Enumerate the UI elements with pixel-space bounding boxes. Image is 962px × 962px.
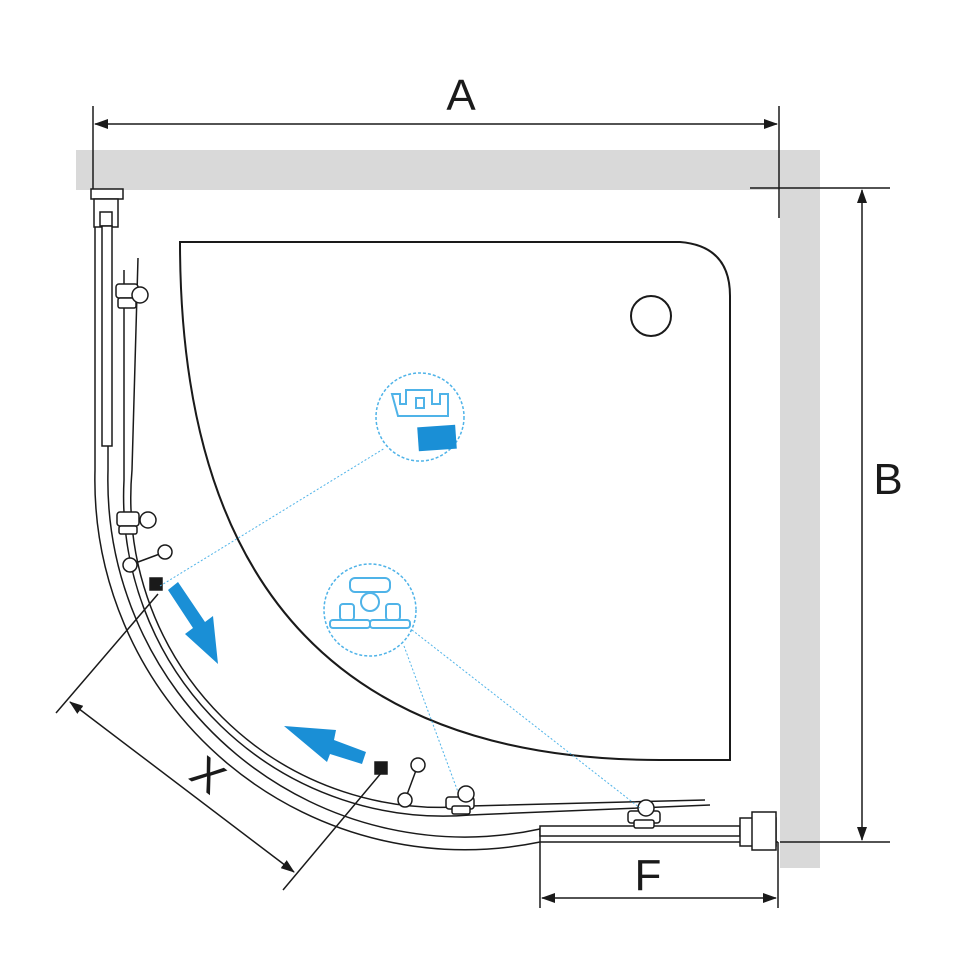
roller-middle <box>116 511 157 535</box>
dimension-a <box>92 106 780 218</box>
roller-upper <box>115 283 149 309</box>
arrow-left <box>284 726 366 764</box>
dimension-f-label: F <box>635 851 662 900</box>
detail-leaders <box>159 447 641 809</box>
walls <box>76 150 820 868</box>
sliding-door-arc-2 <box>130 257 706 809</box>
dimension-x-ext-2 <box>282 771 383 891</box>
dimension-x-label: X <box>181 747 234 804</box>
sliding-direction-arrow-icon <box>168 582 366 764</box>
arrow-down-left <box>168 582 218 664</box>
dimension-x <box>55 593 383 891</box>
leader-bottom-1 <box>403 645 459 793</box>
drain-icon <box>630 295 672 337</box>
leader-bottom-2 <box>411 629 641 809</box>
dimension-x-line <box>69 701 295 873</box>
side-wall <box>780 150 820 868</box>
shower-tray <box>178 241 731 761</box>
wall-profile-detail-icon <box>375 372 465 462</box>
back-wall <box>76 150 820 190</box>
roller-detail-icon <box>323 563 417 657</box>
dimension-x-ext-1 <box>55 593 159 714</box>
sliding-door-arc <box>122 270 711 817</box>
outer-glass-arc <box>94 192 778 851</box>
dimension-b <box>750 187 890 843</box>
roller-bottom-2 <box>627 799 661 829</box>
door-handle-left <box>122 544 173 591</box>
inner-glass-arc <box>107 220 740 838</box>
enclosure-frame <box>94 192 778 851</box>
dimension-b-label: B <box>873 455 902 504</box>
door-handle-bottom <box>374 757 426 808</box>
roller-bottom-1 <box>445 785 475 815</box>
roller-fixtures <box>115 283 661 829</box>
dimension-a-label: A <box>446 71 476 120</box>
wall-profile-top <box>90 188 124 447</box>
